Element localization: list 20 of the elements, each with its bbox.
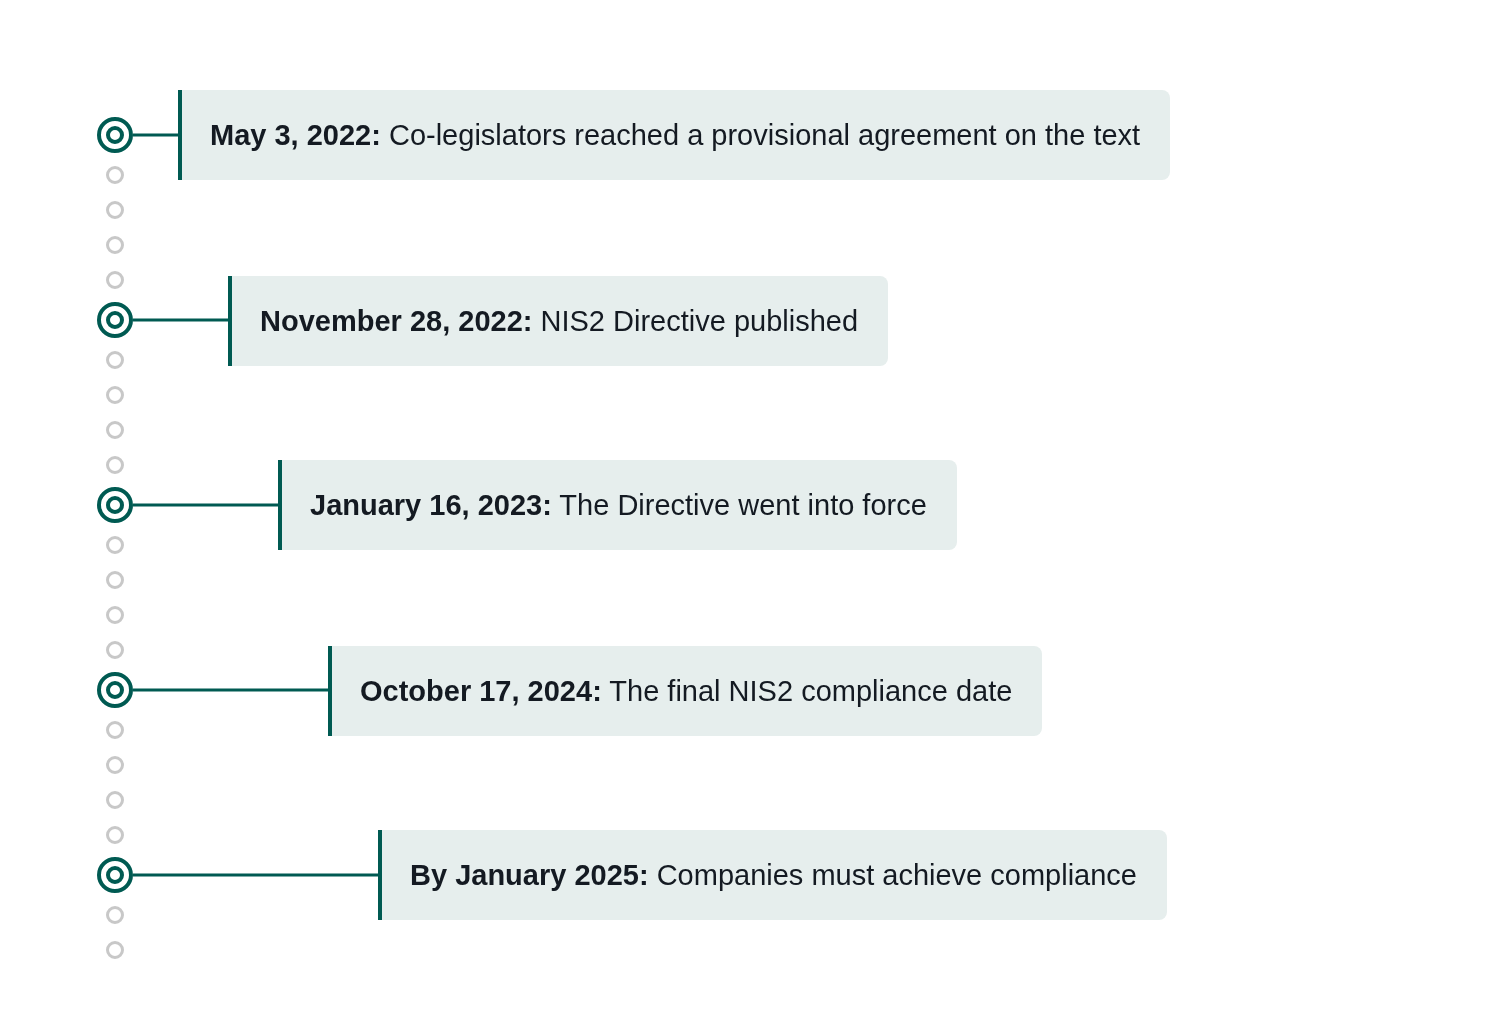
event-box [378, 830, 1167, 920]
event-box [328, 646, 1043, 736]
event-text: November 28, 2022: NIS2 Directive published [260, 304, 859, 338]
connector-line [133, 318, 228, 322]
connector-line [133, 503, 278, 507]
connector-line [133, 133, 178, 137]
event-text: January 16, 2023: The Directive went into force [310, 488, 927, 522]
event-box [228, 276, 889, 366]
bullseye-icon [97, 487, 133, 523]
bullseye-icon [97, 857, 133, 893]
event-text: October 17, 2024: The final NIS2 compliance date [360, 674, 1013, 708]
event-box [278, 460, 957, 550]
bullseye-icon [97, 302, 133, 338]
event-text: By January 2025: Companies must achieve compliance [410, 858, 1137, 892]
event-box [178, 90, 1171, 180]
connector-line [133, 688, 328, 692]
connector-line [133, 873, 378, 877]
bullseye-icon [97, 672, 133, 708]
bullseye-icon [97, 117, 133, 153]
event-text: May 3, 2022: Co-legislators reached a provisional agreement on the text [210, 118, 1141, 152]
